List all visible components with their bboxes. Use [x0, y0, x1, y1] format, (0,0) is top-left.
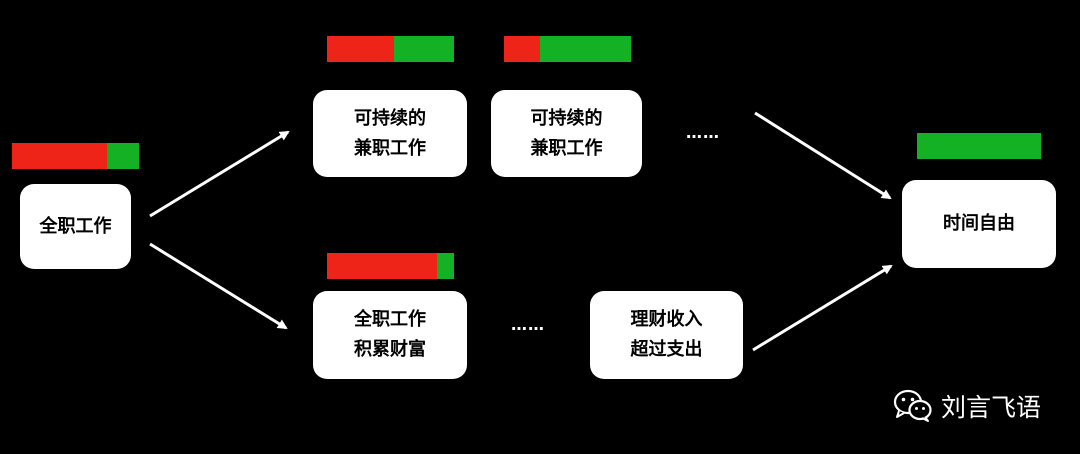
ratio-bar-sidejob1 — [327, 36, 454, 62]
wechat-icon — [893, 389, 932, 422]
node-label-line: 兼职工作 — [354, 137, 426, 159]
ellipsis-bottom: …… — [511, 315, 545, 334]
watermark: 刘言飞语 — [893, 388, 1041, 424]
node-label-line: 可持续的 — [354, 107, 426, 129]
bar-green-segment — [539, 36, 631, 62]
node-investment-income: 理财收入 超过支出 — [590, 291, 743, 379]
node-label-line: 理财收入 — [630, 309, 703, 330]
node-accumulate-wealth: 全职工作 积累财富 — [313, 291, 467, 379]
node-label-line: 兼职工作 — [530, 137, 603, 159]
node-label-line: 可持续的 — [530, 107, 603, 129]
watermark-text: 刘言飞语 — [941, 393, 1042, 422]
bar-green-segment — [107, 143, 139, 169]
bar-green-segment — [917, 133, 1041, 159]
arrow-invest-to-freedom — [752, 264, 893, 352]
node-label-line: 全职工作 — [354, 309, 426, 330]
bar-red-segment — [327, 36, 395, 62]
node-fulltime-work: 全职工作 — [20, 184, 131, 269]
node-time-freedom: 时间自由 — [902, 180, 1056, 268]
bar-red-segment — [12, 143, 108, 169]
ratio-bar-fulltime — [12, 143, 139, 169]
node-sustainable-sidejob-1: 可持续的 兼职工作 — [313, 90, 467, 177]
node-label-line: 全职工作 — [39, 215, 112, 237]
ratio-bar-accumulate — [327, 253, 454, 279]
node-sustainable-sidejob-2: 可持续的 兼职工作 — [491, 90, 642, 177]
ratio-bar-freedom — [917, 133, 1041, 159]
node-label-line: 积累财富 — [354, 339, 426, 360]
bar-red-segment — [504, 36, 540, 62]
arrow-to-accumulate — [149, 242, 288, 330]
bar-green-segment — [394, 36, 454, 62]
node-label-line: 超过支出 — [630, 339, 703, 360]
ratio-bar-sidejob2 — [504, 36, 631, 62]
ellipsis-top: …… — [686, 123, 720, 142]
bar-green-segment — [437, 253, 454, 279]
bar-red-segment — [327, 253, 438, 279]
arrow-sidejob-to-freedom — [754, 111, 892, 200]
node-label-line: 时间自由 — [943, 213, 1015, 234]
arrow-to-sidejob — [149, 130, 290, 218]
